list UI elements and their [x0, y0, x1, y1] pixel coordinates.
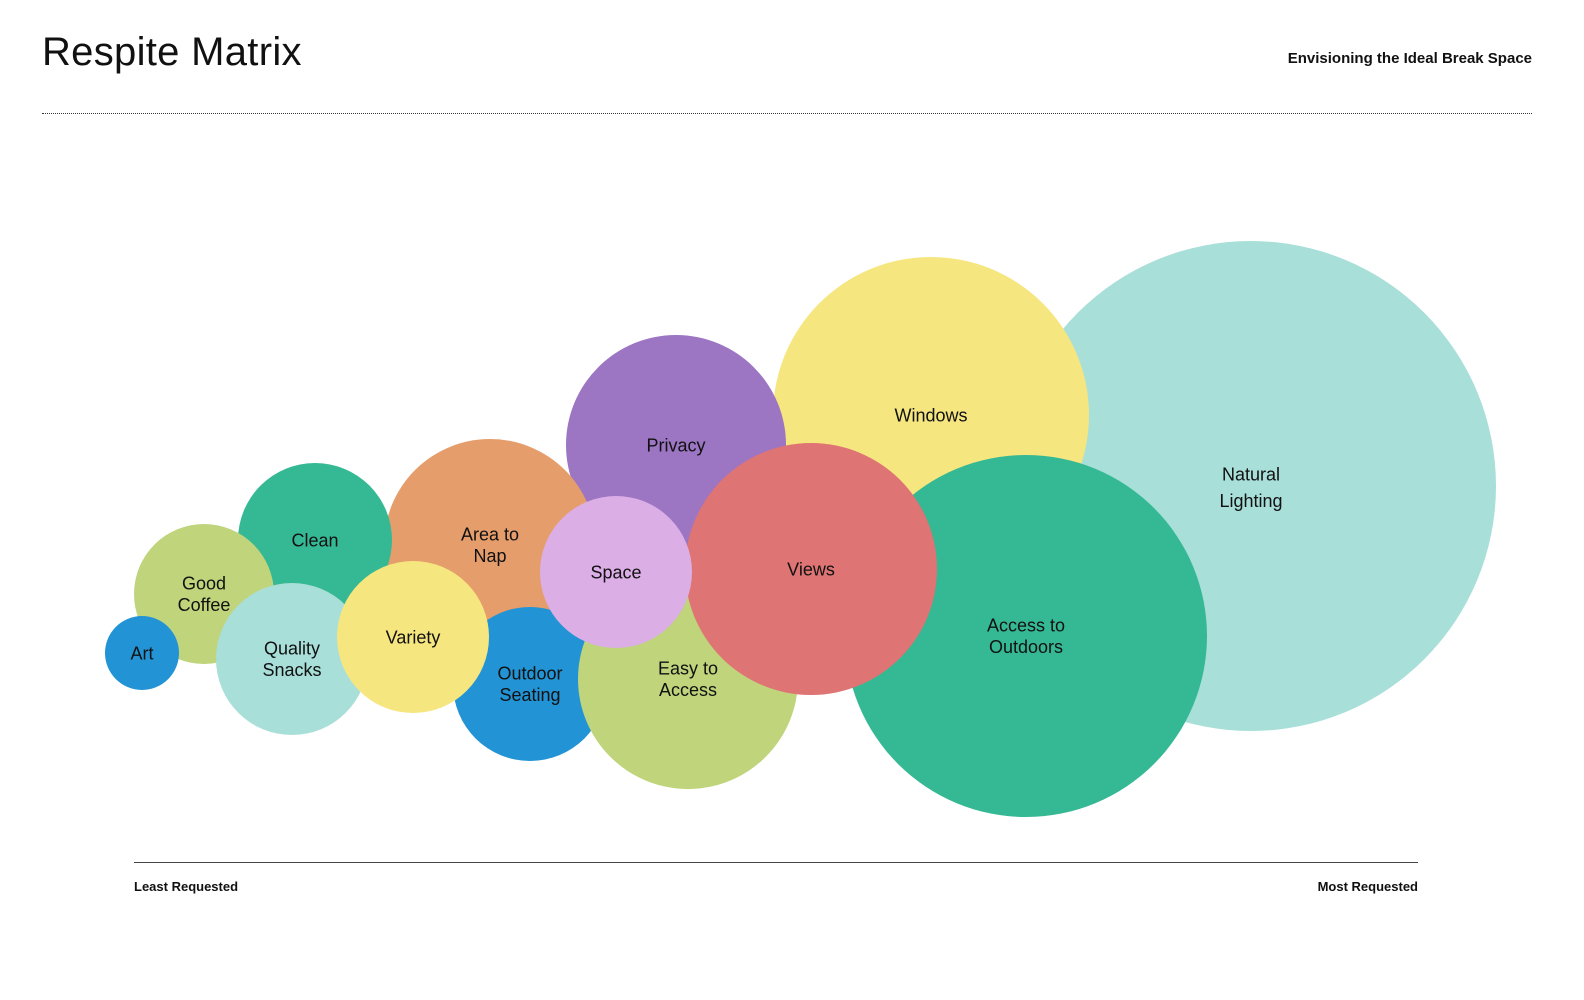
- bubble-label-line: Variety: [386, 627, 441, 647]
- bubble-circle: [845, 455, 1207, 817]
- bubble-variety: Variety: [337, 561, 489, 713]
- x-axis-max-label: Most Requested: [1317, 879, 1418, 894]
- bubble-circle: [337, 561, 489, 713]
- bubble-label-line: Seating: [499, 685, 560, 705]
- bubble-label-line: Outdoor: [497, 664, 562, 684]
- bubble-label-line: Space: [590, 562, 641, 582]
- bubble-circle: [238, 463, 392, 617]
- bubble-label-line: Snacks: [262, 660, 321, 680]
- bubble-label-line: Art: [130, 643, 153, 663]
- bubble-label-line: Access: [659, 680, 717, 700]
- bubble-label-line: Windows: [894, 405, 967, 425]
- bubble-circle: [105, 616, 179, 690]
- x-axis-min-label: Least Requested: [134, 879, 239, 894]
- bubble-label-line: Outdoors: [989, 637, 1063, 657]
- page-subtitle: Envisioning the Ideal Break Space: [1287, 50, 1532, 67]
- bubble-views: Views: [685, 443, 937, 695]
- bubble-label-line: Natural: [1222, 465, 1280, 485]
- x-axis-line: [134, 862, 1418, 863]
- bubble-circle: [453, 607, 607, 761]
- bubble-circle: [216, 583, 368, 735]
- bubble-space: Space: [540, 496, 692, 648]
- bubble-label: Privacy: [646, 435, 705, 455]
- bubble-label-line: Privacy: [646, 435, 705, 455]
- bubble-label-line: Lighting: [1219, 491, 1282, 511]
- bubble-circle: [540, 496, 692, 648]
- bubble-label: Art: [130, 643, 153, 663]
- bubble-label: Windows: [894, 405, 967, 425]
- bubble-label-line: Views: [787, 559, 835, 579]
- bubble-label: Clean: [291, 530, 338, 550]
- bubble-label-line: Clean: [291, 530, 338, 550]
- header-divider: [42, 113, 1532, 114]
- bubble-label-line: Good: [182, 574, 226, 594]
- bubble-label-line: Coffee: [178, 595, 231, 615]
- bubble-art: Art: [105, 616, 179, 690]
- page-title: Respite Matrix: [42, 30, 302, 74]
- bubble-label: Space: [590, 562, 641, 582]
- bubble-clean: Clean: [238, 463, 392, 617]
- bubble-circle: [685, 443, 937, 695]
- bubble-label-line: Easy to: [658, 659, 718, 679]
- bubble-label-line: Nap: [473, 546, 506, 566]
- bubble-label: Variety: [386, 627, 441, 647]
- bubble-label: Views: [787, 559, 835, 579]
- bubble-label-line: Area to: [461, 525, 519, 545]
- bubble-label-line: Access to: [987, 616, 1065, 636]
- bubble-label-line: Quality: [264, 639, 320, 659]
